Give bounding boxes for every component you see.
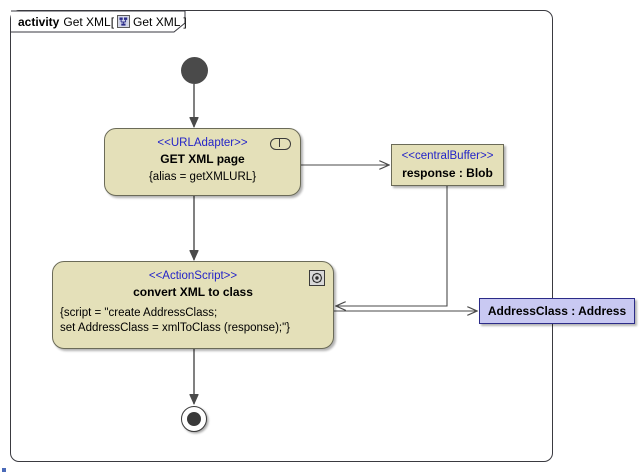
gear-icon[interactable] [309, 270, 325, 286]
stereotype-actionscript: <<ActionScript>> [148, 270, 238, 282]
activity-frame [10, 10, 553, 462]
corner-marker [2, 468, 6, 472]
action-body-line-2: set AddressClass = xmlToClass (response)… [60, 322, 291, 334]
initial-node[interactable] [181, 57, 208, 84]
central-buffer-title: response : Blob [402, 166, 493, 180]
action-title-convert-xml-to-class: convert XML to class [133, 285, 253, 299]
frame-name: Get XML[ [63, 14, 115, 29]
stereotype-centralbuffer: <<centralBuffer>> [401, 150, 494, 162]
frame-close-bracket: ] [183, 14, 187, 29]
activity-final-node-inner [187, 412, 201, 426]
action-node-get-xml-page[interactable]: <<URLAdapter>> GET XML page {alias = get… [104, 128, 301, 196]
frame-keyword: activity [18, 14, 60, 29]
central-buffer-node[interactable]: <<centralBuffer>> response : Blob [391, 144, 504, 186]
frame-qualified-name: Get XML [133, 14, 181, 29]
action-body-line-1: {script = "create AddressClass; [60, 307, 218, 319]
activity-diagram-icon [117, 15, 131, 28]
object-node-address-class[interactable]: AddressClass : Address [479, 298, 635, 324]
frame-title-tab: activity Get XML[ Get XML ] [12, 12, 187, 31]
pin-icon[interactable] [270, 138, 291, 150]
stereotype-urladapter: <<URLAdapter>> [157, 137, 248, 149]
action-title-get-xml-page: GET XML page [160, 152, 245, 166]
action-body-get-xml-page: {alias = getXMLURL} [148, 171, 257, 183]
object-node-title: AddressClass : Address [487, 303, 627, 318]
action-node-convert-xml-to-class[interactable]: <<ActionScript>> convert XML to class {s… [52, 261, 334, 349]
